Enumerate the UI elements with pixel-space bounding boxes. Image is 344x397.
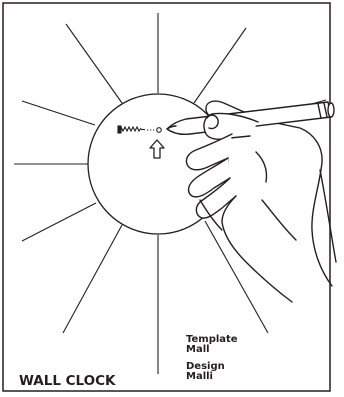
credit-line-4: Malli: [186, 371, 213, 382]
hand-holding-pencil-icon: [166, 100, 337, 303]
credit-line-2: Mall: [186, 344, 210, 355]
credit-line-3: Design: [186, 361, 225, 372]
diagram-title: WALL CLOCK: [19, 373, 116, 389]
screw-icon: [117, 125, 162, 134]
credits-block: Template Mall Design Malli: [186, 334, 238, 382]
page-border: [2, 2, 331, 392]
arrow-up-icon: [149, 139, 165, 159]
credit-line-1: Template: [186, 334, 238, 345]
